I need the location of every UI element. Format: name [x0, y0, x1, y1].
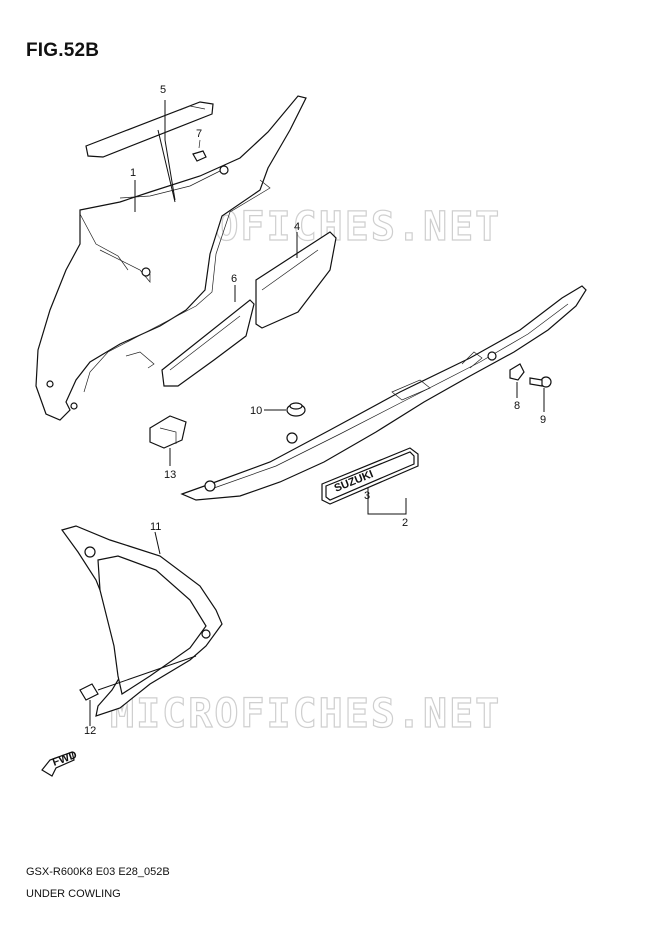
watermark-bottom: MICROFICHES.NET [110, 691, 501, 737]
callout-10: 10 [250, 405, 262, 417]
figure-title: FIG.52B [26, 40, 100, 61]
callout-13: 13 [164, 469, 176, 481]
callout-11: 11 [150, 521, 161, 533]
callout-6: 6 [231, 273, 237, 285]
part-5-bracket[interactable] [85, 101, 214, 158]
figure-name: UNDER COWLING [26, 888, 121, 900]
callout-9: 9 [540, 414, 546, 426]
part-1-under-cowling[interactable] [35, 95, 307, 421]
fwd-text: FWD [51, 749, 79, 769]
callout-2: 2 [402, 517, 408, 529]
part-4-pad[interactable] [255, 231, 337, 329]
callout-3: 3 [364, 490, 370, 502]
callout-12: 12 [84, 725, 96, 737]
part-13-clip[interactable] [149, 415, 187, 449]
part-2-side-cowling[interactable] [180, 285, 587, 501]
part-12-screw[interactable] [79, 683, 99, 701]
part-9-bolt[interactable] [529, 376, 552, 388]
figure-code: GSX-R600K8 E03 E28_052B [26, 866, 170, 878]
callout-7: 7 [196, 128, 202, 140]
part-10-grommet[interactable] [286, 402, 306, 417]
callout-4: 4 [294, 221, 300, 233]
part-6-pad[interactable] [161, 299, 255, 387]
part-8-nut[interactable] [509, 363, 525, 381]
callout-1: 1 [130, 167, 136, 179]
fwd-arrow-icon: FWD [41, 749, 79, 777]
part-11-side-panel[interactable] [61, 525, 223, 717]
callout-8: 8 [514, 400, 520, 412]
part-7-bolt[interactable] [192, 139, 207, 162]
callout-5: 5 [160, 84, 166, 96]
